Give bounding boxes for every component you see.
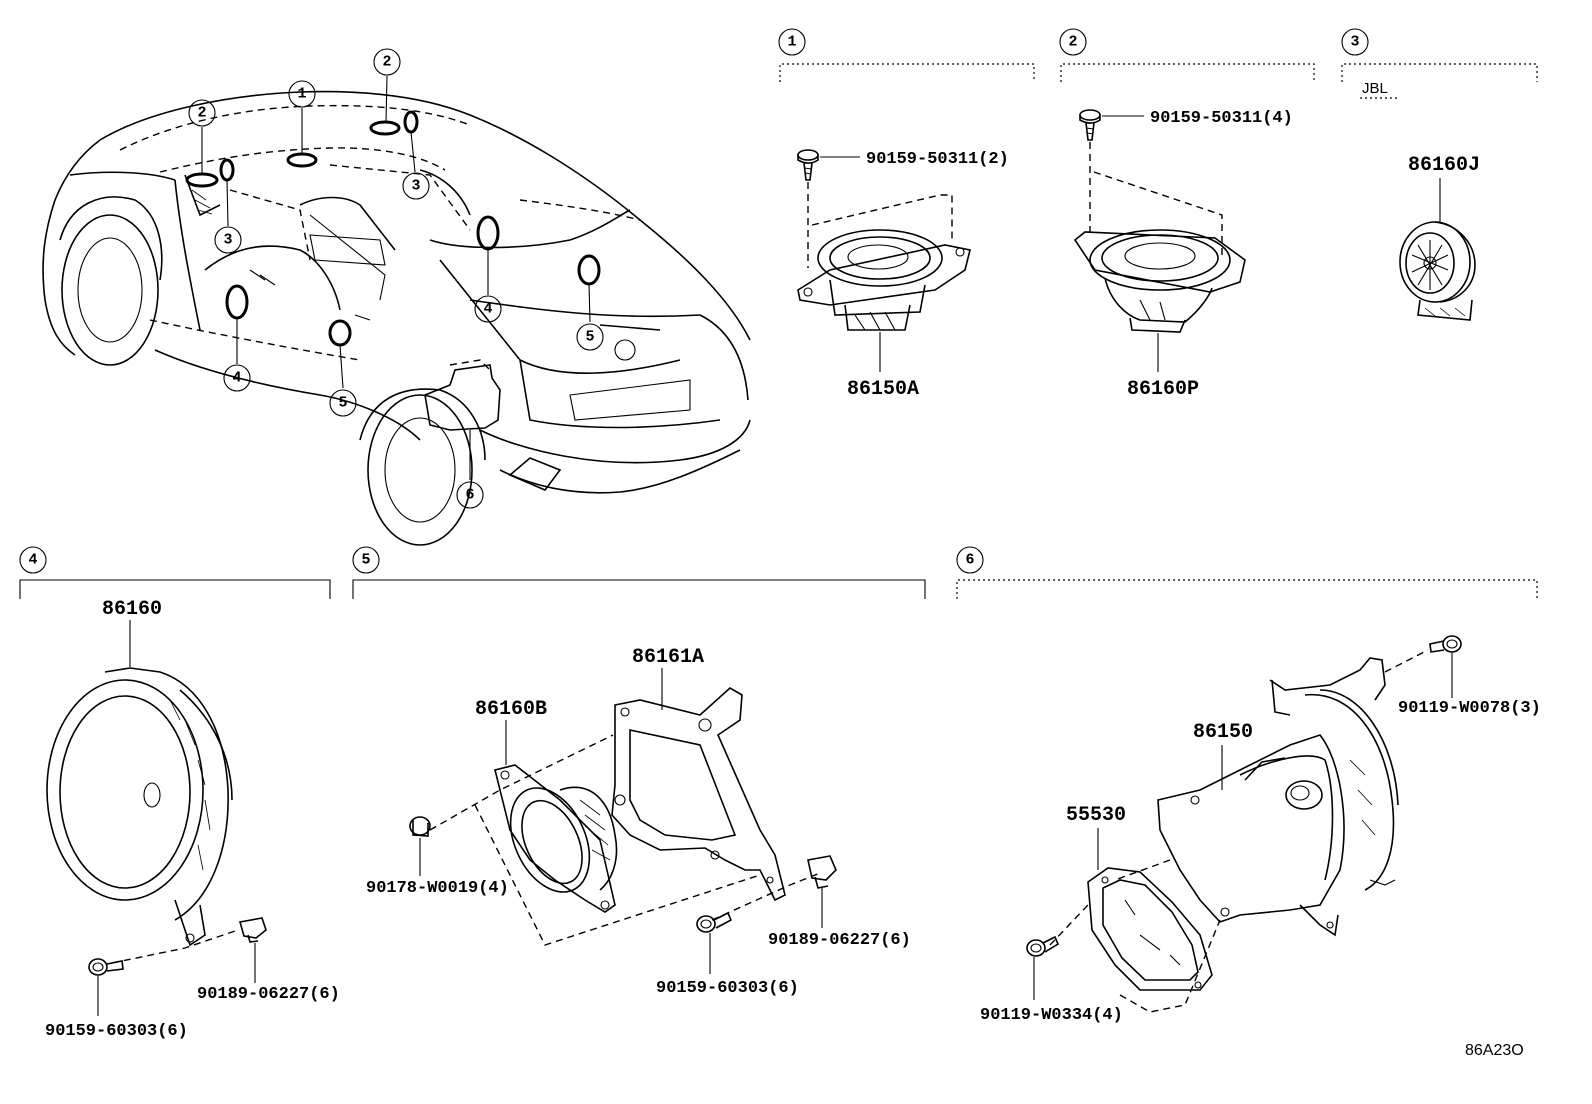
part-number: 86160B (475, 698, 547, 721)
section-2: 2 (1059, 28, 1315, 82)
part-number: 86160J (1408, 154, 1480, 177)
nut-icon (409, 816, 431, 837)
section-4-parts: 86160 90189-06227(6) 90159-60303(6) (45, 598, 340, 1041)
label: 4 (483, 301, 492, 318)
section-2-parts: 90159-50311(4) 86160P (1073, 109, 1293, 401)
label: 2 (382, 54, 391, 71)
section-4: 4 (19, 546, 331, 599)
section-6: 6 (956, 546, 1538, 599)
section-number: 1 (787, 34, 796, 51)
part-number: 86160 (102, 598, 162, 621)
car-marker: 4 (474, 295, 502, 323)
car-marker: 2 (188, 99, 216, 127)
speaker-86160p-illustration (1073, 229, 1246, 333)
part-number: 90159-50311(2) (866, 150, 1009, 169)
car-marker: 5 (329, 389, 357, 417)
bolt-icon (88, 958, 124, 976)
car-marker: 1 (288, 80, 316, 108)
part-number: 90119-W0078(3) (1398, 699, 1541, 718)
diagram-code: 86A23O (1465, 1042, 1524, 1059)
section-1-parts: 90159-50311(2) 86150A (797, 149, 1009, 401)
car-marker: 3 (402, 172, 430, 200)
bolt-icon (1429, 635, 1462, 653)
car-marker: 3 (214, 226, 242, 254)
screw-icon (1079, 109, 1101, 141)
bolt-icon (1026, 935, 1060, 957)
section-number: 4 (28, 552, 37, 569)
bolt-icon (696, 911, 733, 933)
part-number: 90159-60303(6) (45, 1022, 188, 1041)
part-number: 55530 (1066, 804, 1126, 827)
speaker-86160j-illustration (1399, 221, 1476, 321)
label: 5 (338, 395, 347, 412)
part-number: 90159-50311(4) (1150, 109, 1293, 128)
clip-icon (238, 917, 267, 943)
speaker-86160-illustration (46, 667, 233, 947)
section-3: 3 JBL (1341, 28, 1538, 99)
label: 5 (585, 329, 594, 346)
section-1: 1 (778, 28, 1035, 82)
part-number: 90178-W0019(4) (366, 879, 509, 898)
car-marker: 6 (456, 481, 484, 509)
jbl-label: JBL (1362, 80, 1388, 97)
label: 3 (223, 232, 232, 249)
part-number: 86160P (1127, 378, 1199, 401)
speaker-86160b-illustration (494, 764, 618, 913)
screw-icon (797, 149, 819, 181)
part-number: 90159-60303(6) (656, 979, 799, 998)
clip-icon (807, 855, 837, 889)
section-number: 5 (361, 552, 370, 569)
car-marker: 5 (576, 323, 604, 351)
part-number: 90189-06227(6) (197, 985, 340, 1004)
tweeter-86150a-illustration (797, 229, 971, 331)
section-6-parts: 90119-W0078(3) 86150 55530 (980, 635, 1541, 1025)
section-number: 2 (1068, 34, 1077, 51)
section-5-parts: 86161A 86160B (366, 646, 911, 998)
label: 6 (465, 487, 474, 504)
subwoofer-86150-illustration (1157, 657, 1399, 937)
part-number: 86161A (632, 646, 704, 669)
label: 3 (411, 178, 420, 195)
vehicle-markers: 2 1 2 3 3 4 4 5 5 6 (188, 48, 604, 509)
car-marker: 4 (223, 364, 251, 392)
gasket-55530-illustration (1087, 867, 1213, 991)
vehicle-illustration (42, 75, 751, 546)
part-number: 90119-W0334(4) (980, 1006, 1123, 1025)
car-marker: 2 (373, 48, 401, 76)
section-3-parts: 86160J (1399, 154, 1480, 321)
label: 1 (297, 86, 306, 103)
part-number: 90189-06227(6) (768, 931, 911, 950)
label: 2 (197, 105, 206, 122)
label: 4 (232, 370, 241, 387)
bracket-86161a-illustration (611, 687, 786, 902)
section-number: 6 (965, 552, 974, 569)
section-number: 3 (1350, 34, 1359, 51)
part-number: 86150 (1193, 721, 1253, 744)
section-5: 5 (352, 546, 926, 599)
part-number: 86150A (847, 378, 919, 401)
